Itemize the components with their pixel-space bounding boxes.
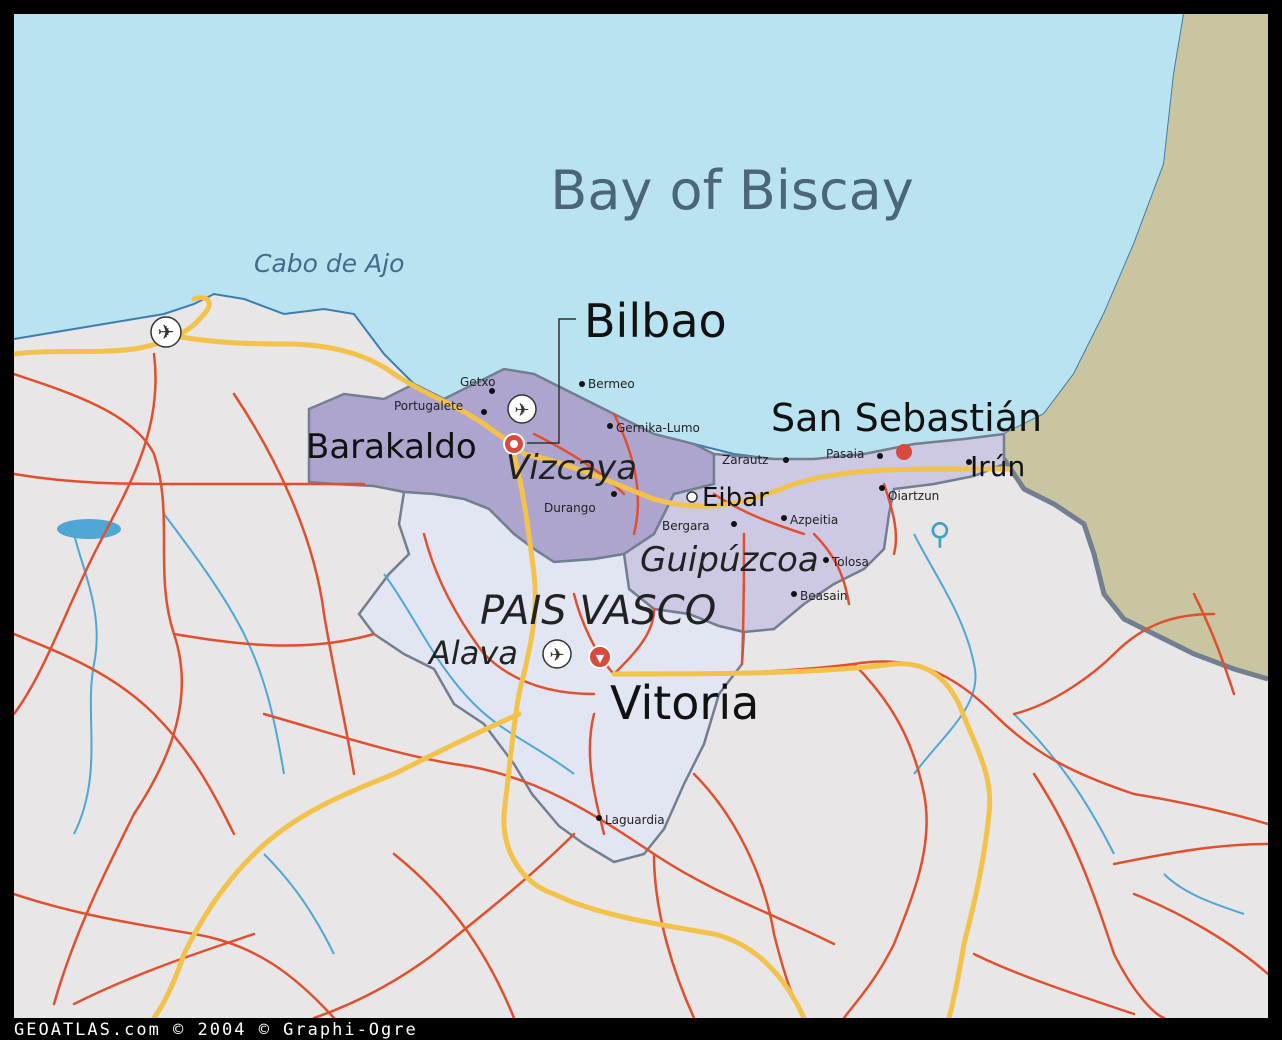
svg-text:▼: ▼ <box>596 652 605 665</box>
town-label-oiartzun: Oiartzun <box>888 489 939 503</box>
airport-icon: ✈ <box>150 316 182 348</box>
sea-label: Bay of Biscay <box>550 159 913 222</box>
town-label-gernika: Gernika-Lumo <box>616 421 700 435</box>
alava-province <box>357 490 746 864</box>
copyright-footer: GEOATLAS.com © 2004 © Graphi-Ogre <box>14 1020 418 1040</box>
svg-text:✈: ✈ <box>158 320 175 344</box>
town-label-getxo: Getxo <box>460 375 495 389</box>
sea-area <box>14 14 1184 459</box>
town-label-zarautz: Zarautz <box>722 453 768 467</box>
town-label-pasaia: Pasaia <box>826 447 864 461</box>
town-label-portugalete: Portugalete <box>394 399 463 413</box>
town-label-azpeitia: Azpeitia <box>790 513 838 527</box>
town-dots <box>481 381 972 821</box>
city-label-bilbao: Bilbao <box>584 294 727 348</box>
national-border <box>1001 457 1268 682</box>
town-label-bergara: Bergara <box>662 519 710 533</box>
town-label-beasain: Beasain <box>800 589 848 603</box>
city-label-eibar: Eibar <box>702 483 769 513</box>
city-marker-san-sebastian <box>896 444 912 460</box>
city-label-irun: Irún <box>970 450 1025 483</box>
city-marker-bilbao <box>503 433 525 455</box>
rivers <box>73 513 1245 955</box>
region-label: PAIS VASCO <box>480 588 716 634</box>
city-marker-vitoria: ▼ <box>588 645 612 669</box>
city-label-san-sebastian: San Sebastián <box>771 396 1042 440</box>
main-roads <box>14 295 1012 1018</box>
city-label-vitoria: Vitoria <box>610 676 759 730</box>
town-label-laguardia: Laguardia <box>605 813 665 827</box>
airport-icon: ✈ <box>542 639 572 669</box>
town-label-bermeo: Bermeo <box>588 377 635 391</box>
province-label-vizcaya: Vizcaya <box>506 448 637 488</box>
city-marker-eibar <box>686 491 698 503</box>
town-label-durango: Durango <box>544 501 596 515</box>
city-label-barakaldo: Barakaldo <box>306 427 477 467</box>
map-canvas: ✈ ✈ ✈ ⚲ ▼ <box>14 14 1268 1018</box>
town-label-tolosa: Tolosa <box>831 555 869 569</box>
svg-text:✈: ✈ <box>549 645 564 666</box>
landmark-icon: ⚲ <box>929 517 951 552</box>
bilbao-leader-line <box>527 318 576 444</box>
svg-text:✈: ✈ <box>514 400 529 421</box>
province-label-guipuzcoa: Guipúzcoa <box>640 540 819 580</box>
province-label-alava: Alava <box>427 634 518 672</box>
cape-label: Cabo de Ajo <box>254 249 404 278</box>
airport-icon: ✈ <box>507 394 537 424</box>
